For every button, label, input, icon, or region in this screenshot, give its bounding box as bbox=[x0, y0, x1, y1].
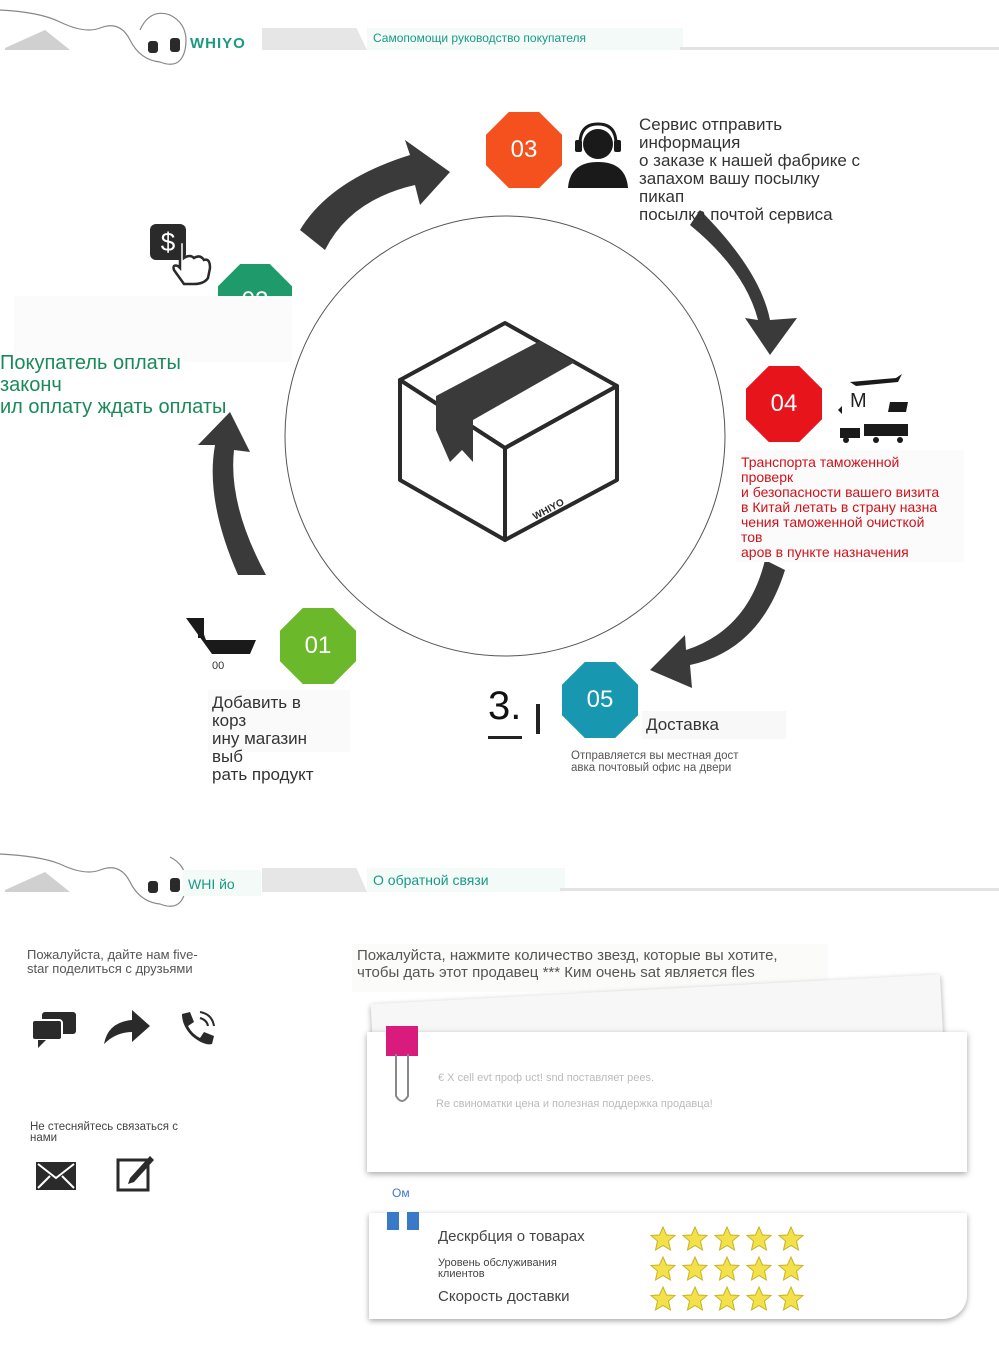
step-01-label: Добавить в корз ину магазин выб рать про… bbox=[212, 693, 314, 784]
phone-icon[interactable] bbox=[176, 1008, 218, 1046]
star-icon[interactable] bbox=[650, 1286, 676, 1312]
star-icon[interactable] bbox=[746, 1256, 772, 1282]
star-icon[interactable] bbox=[682, 1286, 708, 1312]
step-03-badge: 03 bbox=[486, 112, 562, 188]
star-icon[interactable] bbox=[778, 1286, 804, 1312]
rating-label: Дескрбция о товарах bbox=[438, 1228, 585, 1245]
header2-tab-blank bbox=[262, 868, 367, 892]
review-line-2: Re свиноматки цена и полезная поддержка … bbox=[436, 1098, 713, 1110]
star-icon[interactable] bbox=[682, 1256, 708, 1282]
cycle-diagram: WHIYO bbox=[198, 140, 797, 688]
hand-pointer-icon bbox=[172, 240, 212, 286]
step-05-sub: Отправляется вы местная дост авка почтов… bbox=[571, 750, 739, 774]
header-tab-guide: Самопомощи руководство покупателя bbox=[367, 28, 683, 50]
step-05-badge: 05 bbox=[562, 662, 638, 738]
transport-icon bbox=[838, 374, 908, 443]
step-02-label: Покупатель оплаты законч ил оплату ждать… bbox=[0, 352, 227, 418]
step-05-bar bbox=[536, 704, 540, 734]
star-icon[interactable] bbox=[746, 1286, 772, 1312]
arrow-4-to-5 bbox=[650, 560, 785, 688]
cart-icon bbox=[186, 618, 256, 654]
contact-text: Не стесняйтесь связаться с нами bbox=[30, 1121, 178, 1144]
star-icon[interactable] bbox=[682, 1226, 708, 1252]
step-05-label: Доставка bbox=[646, 715, 720, 734]
arrow-2-to-3 bbox=[300, 140, 450, 250]
support-agent-icon bbox=[568, 122, 628, 188]
step-05-badge-number: 3. bbox=[488, 684, 522, 728]
step-02-label-bg bbox=[14, 296, 292, 362]
brand2-bg bbox=[183, 870, 261, 896]
rating-label: Скорость доставки bbox=[438, 1288, 570, 1305]
star-icon[interactable] bbox=[746, 1226, 772, 1252]
star-icon[interactable] bbox=[714, 1256, 740, 1282]
star-icon[interactable] bbox=[778, 1256, 804, 1282]
rate-prompt: Пожалуйста, нажмите количество звезд, ко… bbox=[357, 947, 778, 981]
star-icon[interactable] bbox=[778, 1226, 804, 1252]
step-04-label: Транспорта таможенной проверк и безопасн… bbox=[741, 454, 940, 560]
step-03-label: Сервис отправить информация о заказе к н… bbox=[639, 115, 861, 224]
star-icon[interactable] bbox=[650, 1256, 676, 1282]
cart-count: 00 bbox=[212, 660, 225, 672]
step-05-label-bg bbox=[642, 711, 786, 739]
five-star-text: Пожалуйста, дайте нам five- star поделит… bbox=[27, 947, 198, 976]
review-card bbox=[367, 1032, 967, 1172]
step-01-label-bg bbox=[208, 690, 350, 752]
binder-clip-icon bbox=[386, 1026, 418, 1102]
header-tab-blank bbox=[262, 28, 367, 50]
arrow-3-to-4 bbox=[690, 210, 797, 355]
box-icon bbox=[398, 321, 619, 542]
transport-icon-letter: M bbox=[850, 390, 867, 412]
arrow-1-to-2 bbox=[198, 412, 266, 575]
brand2-logo: WHI йо bbox=[188, 876, 235, 892]
blue-clip-icon bbox=[387, 1212, 419, 1230]
review-line-1: € X cell evt проф uct! snd поставляет pe… bbox=[438, 1072, 655, 1084]
step-01-badge: 01 bbox=[280, 608, 356, 684]
om-label: Ом bbox=[392, 1186, 410, 1200]
step-05-underline bbox=[488, 736, 522, 739]
header-decoration bbox=[0, 9, 187, 65]
brand-logo: WHIYO bbox=[190, 35, 246, 52]
header-line bbox=[680, 47, 999, 50]
rating-label: Уровень обслуживания клиентов bbox=[438, 1257, 557, 1280]
envelope-icon[interactable] bbox=[34, 1160, 78, 1192]
step-04-badge: 04 bbox=[746, 366, 822, 442]
star-icon[interactable] bbox=[714, 1226, 740, 1252]
chat-icon[interactable] bbox=[30, 1010, 78, 1048]
header2-line bbox=[560, 888, 999, 891]
share-icon[interactable] bbox=[100, 1006, 152, 1046]
star-icon[interactable] bbox=[714, 1286, 740, 1312]
edit-icon[interactable] bbox=[116, 1152, 156, 1192]
header2-tab-feedback: О обратной связи bbox=[367, 868, 565, 892]
star-icon[interactable] bbox=[650, 1226, 676, 1252]
step-04-label-bg bbox=[736, 450, 964, 562]
